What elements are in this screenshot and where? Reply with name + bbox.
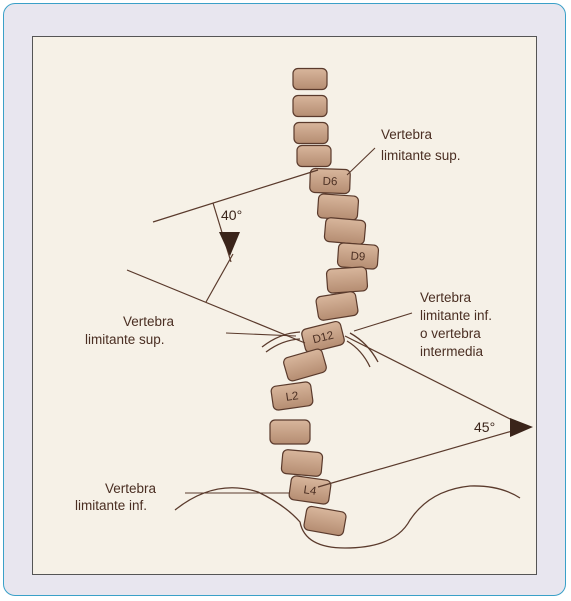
label-upper-right: Vertebra limitante sup. [381,127,461,163]
vertebra [293,96,327,117]
upper-angle-marker [219,232,240,256]
leader-upper-right [347,148,375,175]
vertebra [317,194,359,221]
angle-upper-label: 40° [221,207,242,223]
vertebra: D12 [301,321,346,354]
vertebra [281,449,323,476]
lower-endplate-line-lower [318,427,526,487]
lower-angle-marker [510,418,533,437]
vertebra [293,69,327,90]
label-middle-left: Vertebra limitante sup. [85,314,178,347]
vertebra: D9 [337,243,379,270]
vertebra: L2 [271,381,314,410]
vertebra [270,420,310,444]
vertebra: L4 [289,475,332,504]
vertebra [282,348,327,382]
label-middle-right: Vertebra limitante inf. o vertebra inter… [420,290,496,359]
angle-lower-label: 45° [474,419,495,435]
vertebra [326,267,368,294]
vertebra [324,217,366,244]
pelvis-outline [175,486,520,548]
leader-middle-right [354,313,412,331]
vertebra [315,291,358,321]
vertebra-label-d9: D9 [350,250,366,263]
vertebra-label-l2: L2 [285,390,299,404]
upper-perpendicular-2 [206,254,233,302]
label-lower-left: Vertebra limitante inf. [75,481,160,513]
vertebra-label-l4: L4 [303,484,318,498]
vertebra-label-d6: D6 [322,176,337,189]
vertebra [297,146,331,167]
vertebra: D6 [310,168,351,193]
vertebra [294,123,328,144]
vertebra [303,506,347,537]
